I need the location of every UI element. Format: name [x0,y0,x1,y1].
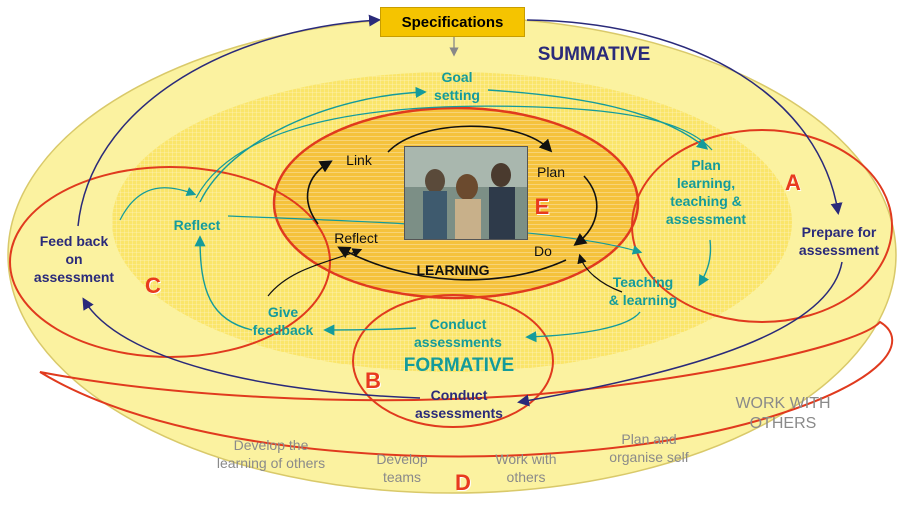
letter-c: C [145,273,161,298]
ring-d [39,320,894,458]
letter-e: E [534,194,550,219]
teaching-learning-label: Teaching & learning [608,274,678,308]
letter-d: D [455,470,471,495]
summative-arrow-right [517,261,843,407]
formative-arrow-feedback-left [119,186,197,221]
conduct-formative-label: Conduct assessments [414,316,502,350]
prepare-assessment-label: Prepare for assessment [798,224,880,258]
learning-arrow-do-reflect [337,246,567,281]
formative-arrow-goal [487,89,709,150]
formative-arrow-outer-top [195,105,713,199]
work-with-others-label: Work with others [495,451,557,485]
summative-arrow-left [77,14,381,227]
formative-arrow-reflect [199,86,427,203]
feed-back-label: Feed back on assessment [33,233,115,285]
goal-setting-label: Goal setting [434,69,480,103]
ring-a [631,129,893,323]
learning-arrow-in-reflect [267,248,363,297]
give-feedback-label: Give feedback [252,304,314,338]
summative-arrow-top [526,19,843,215]
formative-arrow-conduct [323,324,417,336]
do-label: Do [534,243,552,259]
reflect-inner-label: Reflect [334,230,378,246]
reflect-formative-label: Reflect [173,217,221,233]
learning-arrow-in-do [577,253,623,293]
people-photo [404,146,528,240]
letter-b: B [365,368,381,393]
summative-label: SUMMATIVE [537,44,651,65]
ring-c [9,166,331,358]
learning-arrow-plan-do [573,175,598,246]
conduct-summative-label: Conduct assessments [415,387,503,421]
link-label: Link [346,152,372,168]
plan-label: Plan [536,164,566,180]
plan-learning-label: Plan learning, teaching & assessment [665,157,747,227]
learning-label: LEARNING [416,262,490,278]
develop-teams-label: Develop teams [376,451,428,485]
formative-label: FORMATIVE [403,355,515,376]
learning-arrow-link-plan [387,125,553,153]
plan-organise-label: Plan and organise self [609,431,689,465]
specifications-box: Specifications [380,7,525,37]
develop-learning-label: Develop the learning of others [216,437,326,471]
formative-arrow-teach [525,311,641,343]
work-with-others-heading: WORK WITH OTHERS [735,395,831,432]
learning-arrow-reflect-link [306,160,333,225]
formative-arrow-plan [698,239,712,287]
ring-b [352,294,554,428]
formative-arrow-feedback [194,235,253,331]
summative-arrow-bottom [82,297,421,399]
letter-a: A [785,170,801,195]
